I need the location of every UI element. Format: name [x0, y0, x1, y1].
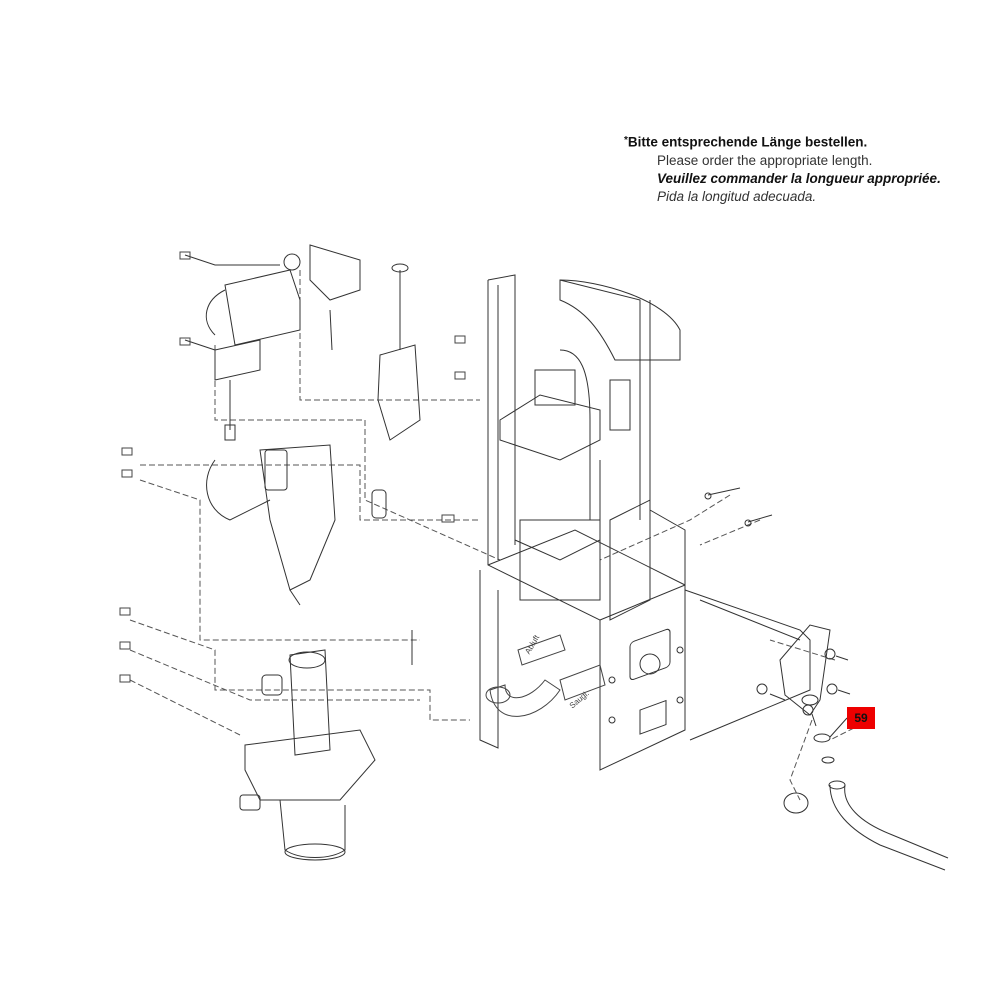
wire-connectors — [119, 251, 466, 683]
note-spanish: Pida la longitud adecuada. — [657, 188, 817, 204]
exhaust-flange — [704, 487, 851, 727]
heat-exchanger — [206, 444, 387, 606]
part-number-callout[interactable]: 59 — [847, 707, 875, 729]
o-ring-59 — [813, 717, 848, 764]
control-unit — [184, 253, 301, 441]
igniter-assembly — [309, 244, 421, 441]
note-french: Veuillez commander la longueur approprié… — [657, 170, 941, 186]
note-german: *Bitte entsprechende Länge bestellen. — [624, 134, 868, 150]
combustion-blower — [239, 630, 413, 861]
note-english: Please order the appropriate length. — [657, 152, 873, 168]
flexible-exhaust-pipe — [783, 780, 949, 871]
gas-valve-module — [499, 349, 651, 621]
assembly-lines — [129, 270, 871, 801]
order-length-note: *Bitte entsprechende Länge bestellen. Pl… — [624, 130, 941, 206]
flex-hoses — [485, 634, 606, 717]
chassis-frame — [479, 274, 811, 771]
